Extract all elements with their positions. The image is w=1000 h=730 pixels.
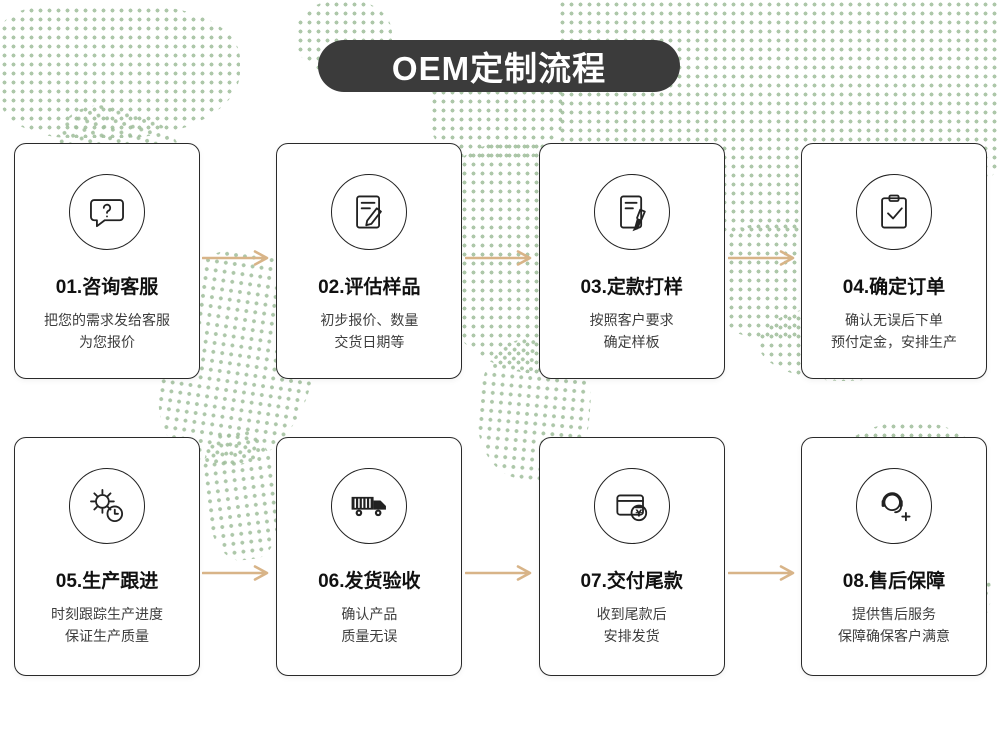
step-description: 时刻跟踪生产进度 保证生产质量 [51,606,163,645]
svg-text:¥: ¥ [635,509,642,520]
process-card-4: 04.确定订单 确认无误后下单 预付定金，安排生产 [800,143,987,379]
process-row-2: 05.生产跟进 时刻跟踪生产进度 保证生产质量 06.发货验收 确认产品 [14,437,987,676]
step-description: 初步报价、数量 交货日期等 [320,312,419,351]
flow-arrow-icon [464,564,537,582]
document-edit-icon [356,195,383,229]
page-title: OEM定制流程 [391,50,607,87]
step-title: 08.售后保障 [842,571,946,592]
process-card-2: 02.评估样品 初步报价、数量 交货日期等 [276,143,463,379]
icon-circle [69,174,145,250]
truck-icon [351,496,387,517]
icon-circle [855,174,932,250]
icon-circle [331,174,408,250]
icon-circle: ¥ [593,468,670,544]
process-card-1: 01.咨询客服 把您的需求发给客服 为您报价 [14,143,200,379]
icon-circle [593,174,670,250]
gear-clock-icon [90,489,124,523]
step-title: 06.发货验收 [318,571,421,592]
flow-arrow-icon [201,564,274,582]
headset-support-icon [881,492,911,522]
step-description: 把您的需求发给客服 为您报价 [44,312,170,351]
flow-arrow-icon [201,249,274,267]
process-row-1: 01.咨询客服 把您的需求发给客服 为您报价 02.评估样品 初步报价、数量 交… [14,143,987,379]
document-pen-icon [619,195,646,232]
icon-circle [331,468,408,544]
step-title: 02.评估样品 [318,277,421,298]
process-card-3: 03.定款打样 按照客户要求 确定样板 [538,143,725,379]
process-card-5: 05.生产跟进 时刻跟踪生产进度 保证生产质量 [14,437,200,676]
wallet-yuan-icon: ¥ [616,494,647,522]
icon-circle [855,468,932,544]
step-description: 按照客户要求 确定样板 [589,312,674,351]
flow-arrow-icon [727,564,800,582]
process-card-7: ¥ 07.交付尾款 收到尾款后 安排发货 [538,437,725,676]
process-card-6: 06.发货验收 确认产品 质量无误 [276,437,463,676]
icon-circle [69,468,145,544]
step-description: 确认产品 质量无误 [341,606,398,645]
step-title: 03.定款打样 [580,277,683,298]
step-title: 05.生产跟进 [55,571,159,592]
step-title: 07.交付尾款 [580,571,683,592]
flow-arrow-icon [727,249,800,267]
step-description: 确认无误后下单 预付定金，安排生产 [830,312,957,351]
step-description: 提供售后服务 保障确保客户满意 [837,606,950,645]
flow-arrow-icon [464,249,537,267]
process-card-8: 08.售后保障 提供售后服务 保障确保客户满意 [800,437,987,676]
step-description: 收到尾款后 安排发货 [596,606,667,645]
clipboard-check-icon [881,194,907,229]
step-title: 01.咨询客服 [55,277,159,298]
step-title: 04.确定订单 [842,277,946,298]
chat-question-icon [90,199,124,228]
page-title-banner: OEM定制流程 [318,40,680,92]
